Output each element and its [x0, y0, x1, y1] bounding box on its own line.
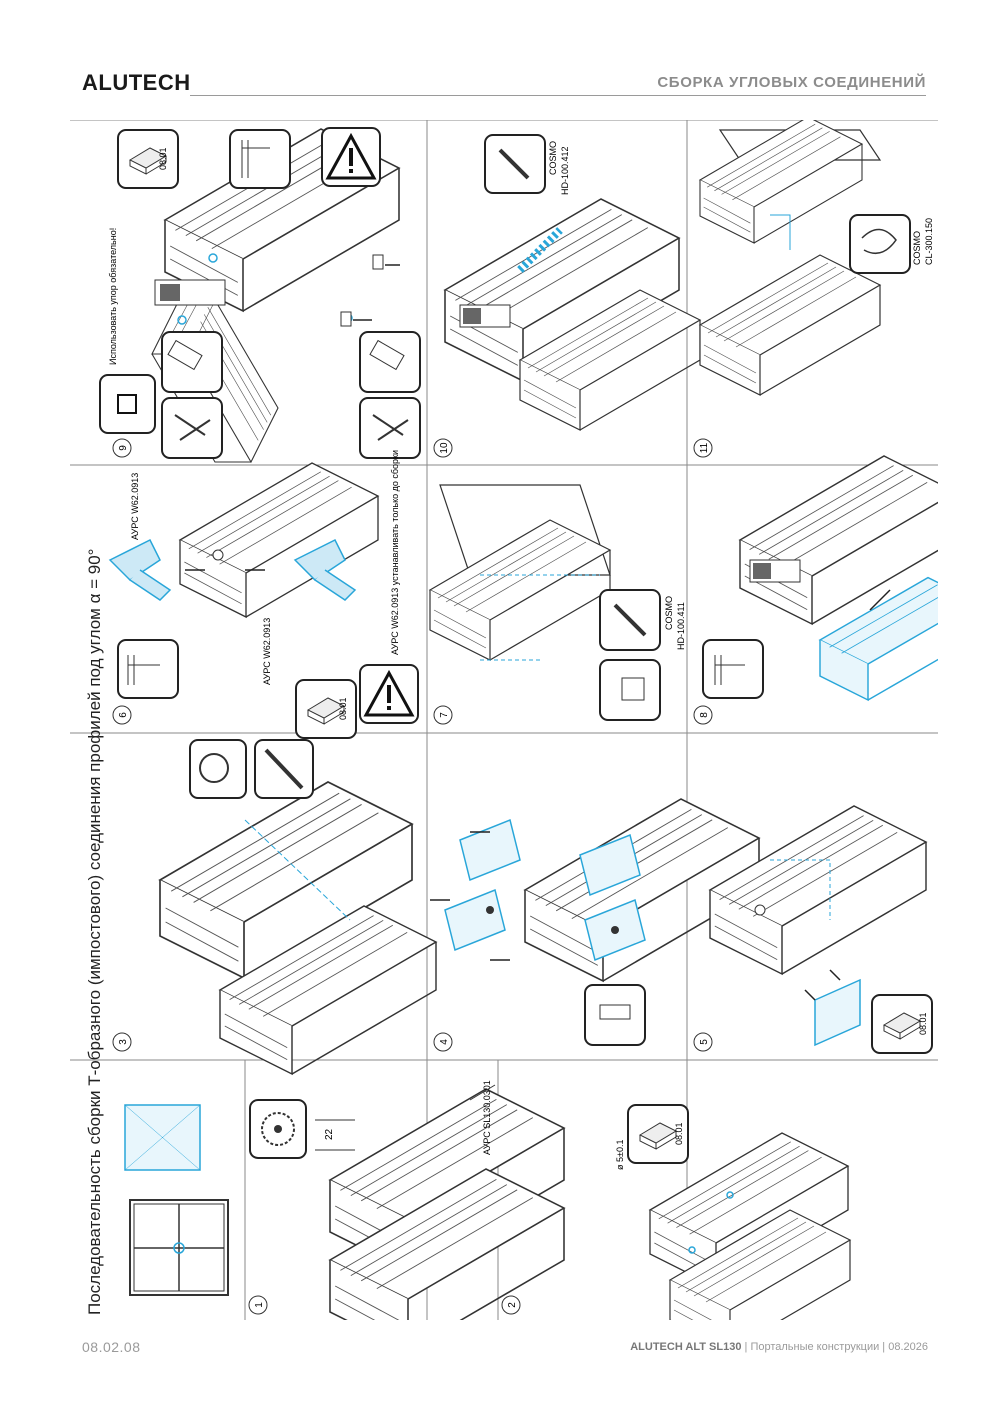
- step-1: 22 АУРС SL130.0301 1: [248, 1080, 565, 1320]
- overview: [124, 1104, 229, 1296]
- step7-glue-code: HD-100.411: [676, 602, 686, 650]
- step2-number: 2: [507, 1302, 518, 1308]
- step-4: 4: [430, 798, 760, 1052]
- step10-number: 10: [439, 442, 450, 454]
- step-2: 08.01 ø 5±0.1 2: [501, 1104, 851, 1320]
- step3-number: 3: [118, 1039, 129, 1045]
- footer-info: ALUTECH ALT SL130 | Портальные конструкц…: [630, 1341, 928, 1353]
- step9-number: 9: [118, 445, 129, 451]
- step-10: COSMO HD-100.412 10: [433, 134, 701, 458]
- page-code: 08.02.08: [82, 1339, 141, 1355]
- step-11: COSMO CL-300.150 11: [693, 120, 934, 458]
- footer-separator-2: |: [879, 1341, 889, 1353]
- step10-glue: COSMO: [548, 141, 558, 175]
- step8-number: 8: [699, 712, 710, 718]
- step7-number: 7: [439, 712, 450, 718]
- step6-note: АУРС W62.0913 устанавливать только до сб…: [390, 450, 400, 655]
- footer-section: Портальные конструкции: [750, 1341, 880, 1353]
- step9-tool: 08.01: [158, 147, 168, 170]
- step6-part-b: АУРС W62.0913: [262, 618, 272, 685]
- step5-number: 5: [699, 1039, 710, 1045]
- step11-number: 11: [699, 442, 710, 453]
- header-rule: [190, 95, 926, 96]
- footer-date: 08.2026: [888, 1341, 928, 1353]
- step6-number: 6: [118, 712, 129, 718]
- step-3: 3: [112, 739, 437, 1075]
- assembly-sheet: 08.01 Использовать упор обязательно! 9 C…: [70, 120, 938, 1320]
- step11-clean: COSMO: [912, 231, 922, 265]
- step-5: 08.01 5: [693, 805, 933, 1054]
- step1-part: АУРС SL130.0301: [482, 1080, 492, 1155]
- step2-dim: ø 5±0.1: [615, 1140, 625, 1170]
- step6-tool: 08.01: [338, 697, 348, 720]
- step11-clean-code: CL-300.150: [924, 218, 934, 265]
- step5-tool: 08.01: [918, 1012, 928, 1035]
- brand-logo: ALUTECH: [82, 70, 191, 95]
- step-6: АУРС W62.0913 АУРС W62.0913 08.01 АУРС W…: [108, 450, 420, 739]
- footer-separator-1: |: [741, 1341, 751, 1353]
- step1-number: 1: [254, 1302, 265, 1308]
- step4-number: 4: [439, 1039, 450, 1045]
- step-8: 8: [693, 455, 938, 725]
- step-7: COSMO HD-100.411 7: [429, 484, 686, 725]
- step10-glue-code: HD-100.412: [560, 146, 570, 195]
- footer-product: ALUTECH ALT SL130: [630, 1341, 742, 1353]
- step9-note: Использовать упор обязательно!: [108, 228, 118, 365]
- step2-tool: 08.01: [674, 1122, 684, 1145]
- page-title: СБОРКА УГЛОВЫХ СОЕДИНЕНИЙ: [657, 74, 926, 91]
- main-title: Последовательность сборки Т-образного (и…: [85, 549, 104, 1316]
- step7-glue: COSMO: [664, 596, 674, 630]
- step-9: 08.01 Использовать упор обязательно! 9: [99, 126, 421, 463]
- step6-part-a: АУРС W62.0913: [130, 473, 140, 540]
- step1-dim: 22: [324, 1128, 335, 1140]
